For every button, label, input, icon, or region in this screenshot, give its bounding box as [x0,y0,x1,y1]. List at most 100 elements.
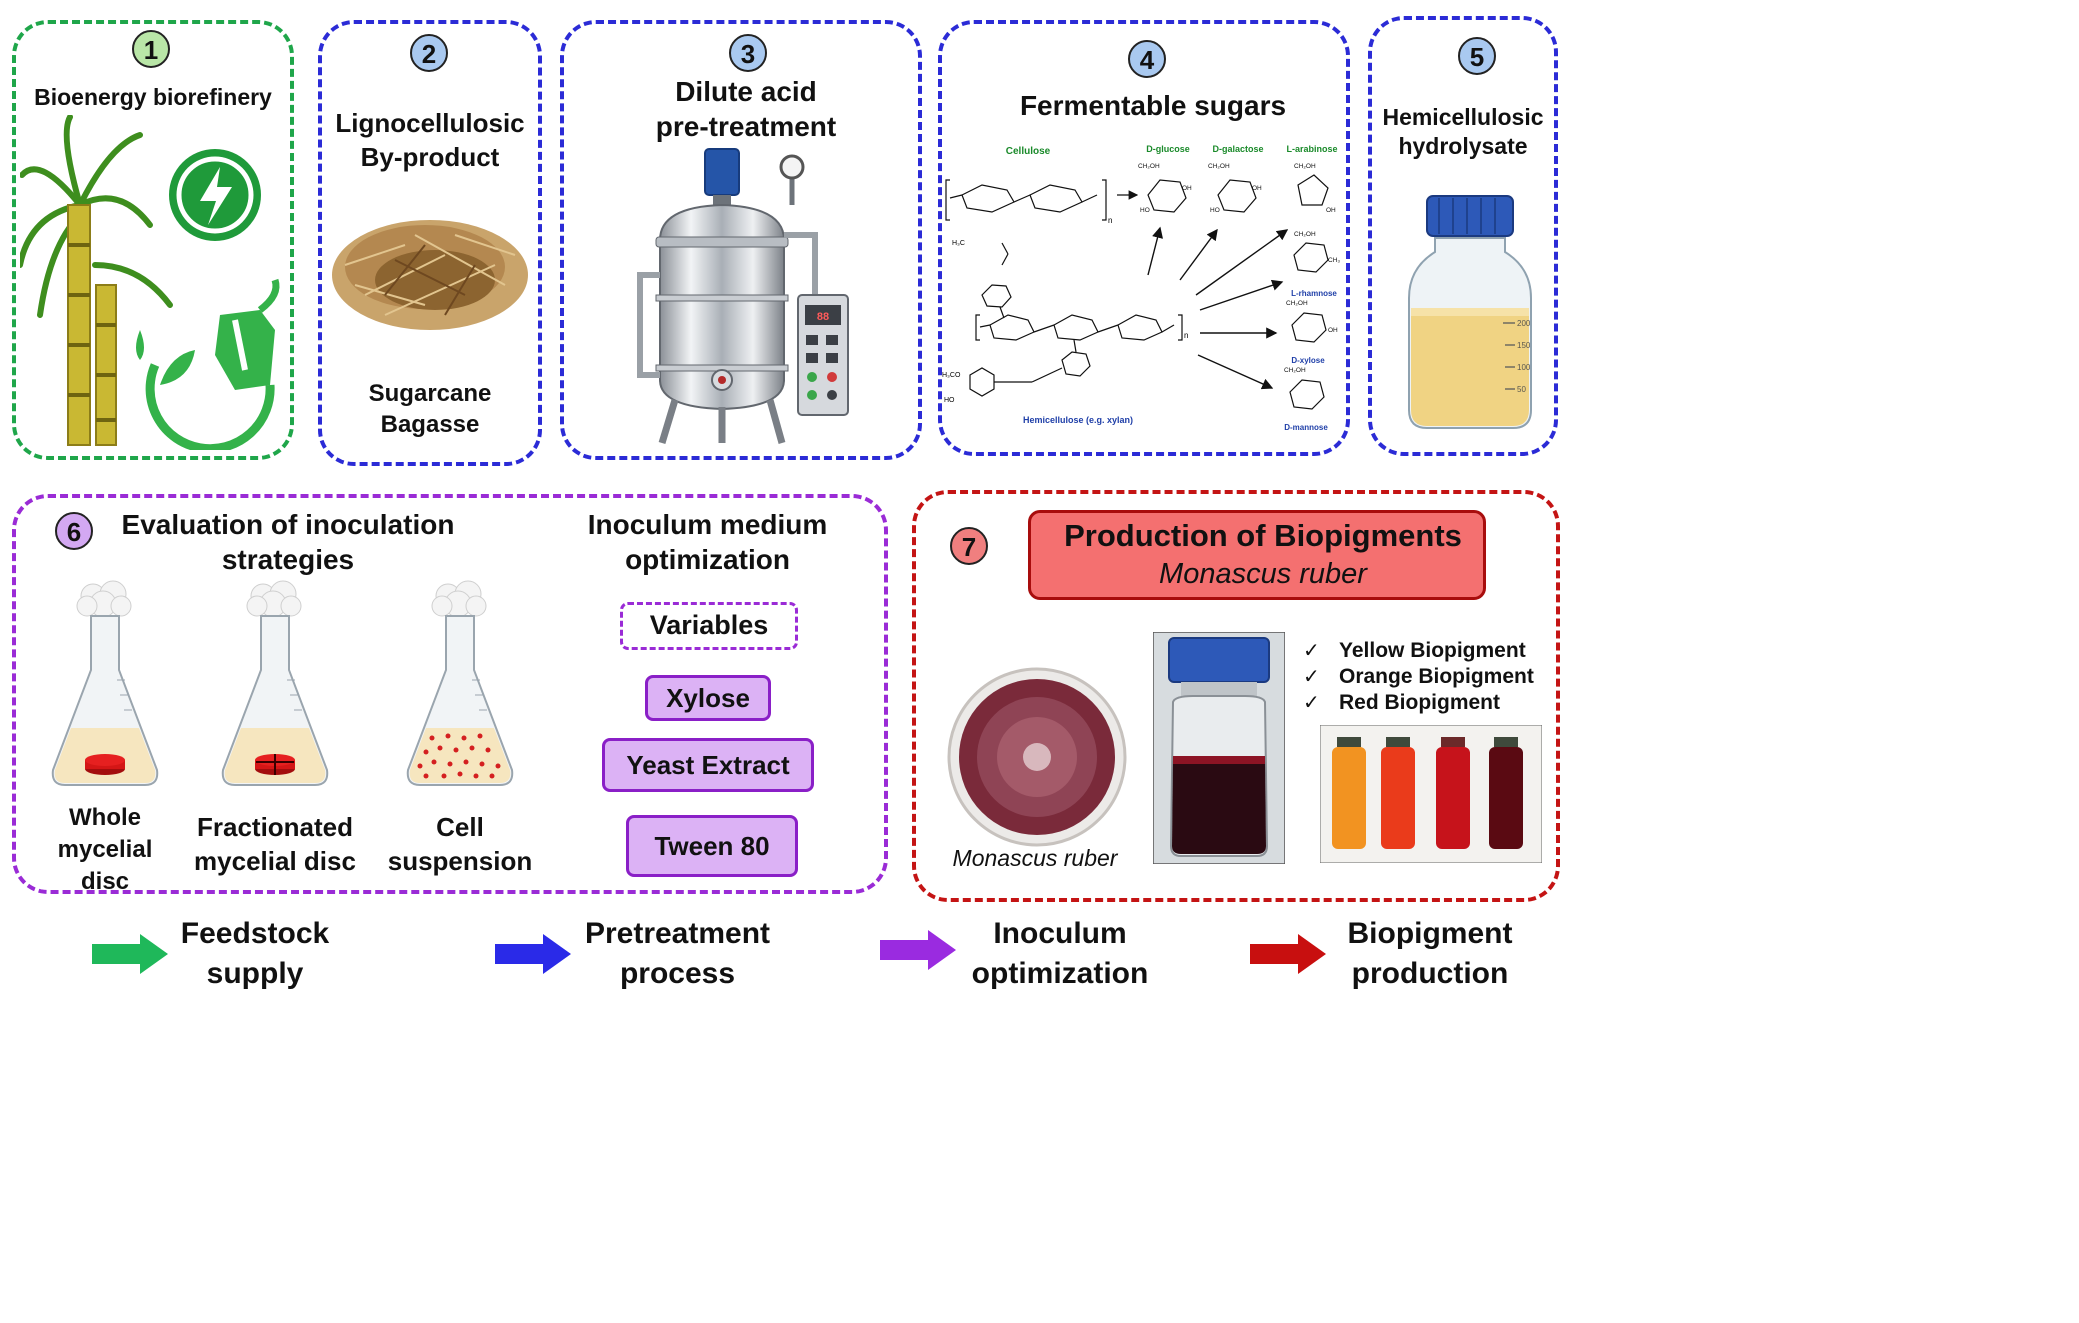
sugarcane-illustration [20,115,280,450]
panel-lignocellulosic-byproduct [318,20,542,466]
flask2-label-line2: mycelial disc [194,846,356,876]
graduation-150: 150 [1517,341,1531,350]
legend-feedstock-line1: Feedstock [180,917,330,950]
svg-text:88: 88 [817,311,829,323]
step-number-5: 5 [1458,37,1496,75]
bioreactor-illustration: 88 [637,148,849,445]
svg-text:CH₃: CH₃ [1328,257,1340,264]
pigment-bottle-photo [1153,632,1285,864]
step-number-6: 6 [55,512,93,550]
legend-inoculum-line1: Inoculum [993,917,1127,950]
legend-arrow-pretreatment [495,934,571,974]
svg-text:HO: HO [1140,207,1150,214]
svg-text:n: n [1184,331,1188,340]
svg-text:CH₂OH: CH₂OH [1294,163,1316,170]
graduation-200: 200 [1517,319,1531,328]
variables-box [620,602,798,650]
panel6-title-line1: Evaluation of inoculation [121,509,455,540]
legend-arrow-inoculum [880,930,956,970]
legend-biopigment-line2: production [1351,957,1509,990]
hemicellulose-label: Hemicellulose (e.g. xylan) [1023,415,1133,425]
step-number-3: 3 [729,34,767,72]
glucose-label: D-glucose [1146,144,1190,154]
svg-text:CH₂OH: CH₂OH [1208,163,1230,170]
panel2-title-line2: By-product [360,142,500,172]
svg-text:HO: HO [944,397,955,404]
biopigments-title: Production of Biopigments [1064,518,1462,553]
svg-text:OH: OH [1252,185,1262,192]
svg-text:n: n [1108,216,1112,225]
xylose-label: D-xylose [1291,356,1325,365]
svg-text:CH₂OH: CH₂OH [1294,231,1316,238]
petri-dish-monascus [947,667,1127,847]
panel1-title: Bioenergy biorefinery [34,84,272,110]
check-mark-yellow: ✓ [1303,640,1320,662]
variable-tween-80: Tween 80 [626,815,798,877]
biopigments-subtitle: Monascus ruber [1159,558,1367,590]
flask1-label-line1: Whole [69,804,141,831]
svg-text:OH: OH [1182,185,1192,192]
svg-text:OH: OH [1326,207,1336,214]
arabinose-label: L-arabinose [1286,144,1337,154]
flask1-label-line2: mycelial [57,836,153,863]
panel3-title-line2: pre-treatment [655,111,837,142]
check-mark-red: ✓ [1303,692,1320,714]
panel-biopigment-production [912,490,1560,902]
mannose-label: D-mannose [1284,423,1328,432]
medium-title-line2: optimization [625,544,790,575]
step-number-2: 2 [410,34,448,72]
pigment-vials-photo [1320,725,1542,863]
petri-dish-caption: Monascus ruber [952,845,1118,871]
legend-pretreatment-line1: Pretreatment [584,917,771,950]
flask2-label-line1: Fractionated [196,812,354,842]
svg-text:H₃CO: H₃CO [942,372,961,379]
svg-text:HO: HO [1210,207,1220,214]
pigment-red-label: Red Biopigment [1339,691,1500,714]
panel2-caption-line2: Bagasse [380,411,480,438]
legend-inoculum-line2: optimization [971,957,1149,990]
sugars-chemistry-diagram: Cellulose n D-glucose D-galactose L-arab… [942,144,1340,432]
legend-biopigment-line1: Biopigment [1347,917,1513,950]
svg-text:CH₂OH: CH₂OH [1138,163,1160,170]
rhamnose-label: L-rhamnose [1291,289,1337,298]
legend-feedstock-line2: supply [206,957,304,990]
variable-xylose: Xylose [645,675,771,721]
panel-hemicellulosic-hydrolysate [1368,16,1558,456]
medium-title-line1: Inoculum medium [587,509,828,540]
panel4-title: Fermentable sugars [1019,90,1287,121]
pigment-orange-label: Orange Biopigment [1339,665,1534,688]
cellulose-label: Cellulose [1006,146,1051,157]
pigment-yellow-label: Yellow Biopigment [1339,639,1526,662]
galactose-label: D-galactose [1212,144,1263,154]
svg-text:CH₂OH: CH₂OH [1286,300,1308,307]
check-mark-orange: ✓ [1303,666,1320,688]
flask-fractionated-mycelial-disc [221,580,329,786]
panel3-title-line1: Dilute acid [675,76,817,107]
svg-text:H₃C: H₃C [952,240,965,247]
flask1-label-line3: disc [80,868,130,895]
lightning-icon [169,149,261,241]
panel-bioenergy-biorefinery [12,20,294,460]
panel6-title-line2: strategies [221,544,355,575]
flask-whole-mycelial-disc [51,580,159,786]
flask3-label-line1: Cell [436,812,484,842]
variables-label: Variables [649,610,769,640]
biofuel-icon [136,278,280,450]
sugarcane-bagasse-image [332,220,528,330]
panel2-title-line1: Lignocellulosic [335,108,525,138]
panel2-caption-line1: Sugarcane [368,380,492,407]
graduation-100: 100 [1517,363,1531,372]
biopigments-title-box [1028,510,1486,600]
legend-arrow-feedstock [92,934,168,974]
legend-arrow-biopigment [1250,934,1326,974]
step-number-1: 1 [132,30,170,68]
step-number-7: 7 [950,527,988,565]
flask3-label-line2: suspension [387,846,533,876]
panel-fermentable-sugars [938,20,1350,456]
svg-text:CH₂OH: CH₂OH [1284,367,1306,374]
panel5-title-line2: hydrolysate [1398,133,1528,159]
legend-pretreatment-line2: process [619,957,736,990]
flask-cell-suspension [406,580,514,786]
variable-yeast-extract: Yeast Extract [602,738,814,792]
svg-text:OH: OH [1328,327,1338,334]
